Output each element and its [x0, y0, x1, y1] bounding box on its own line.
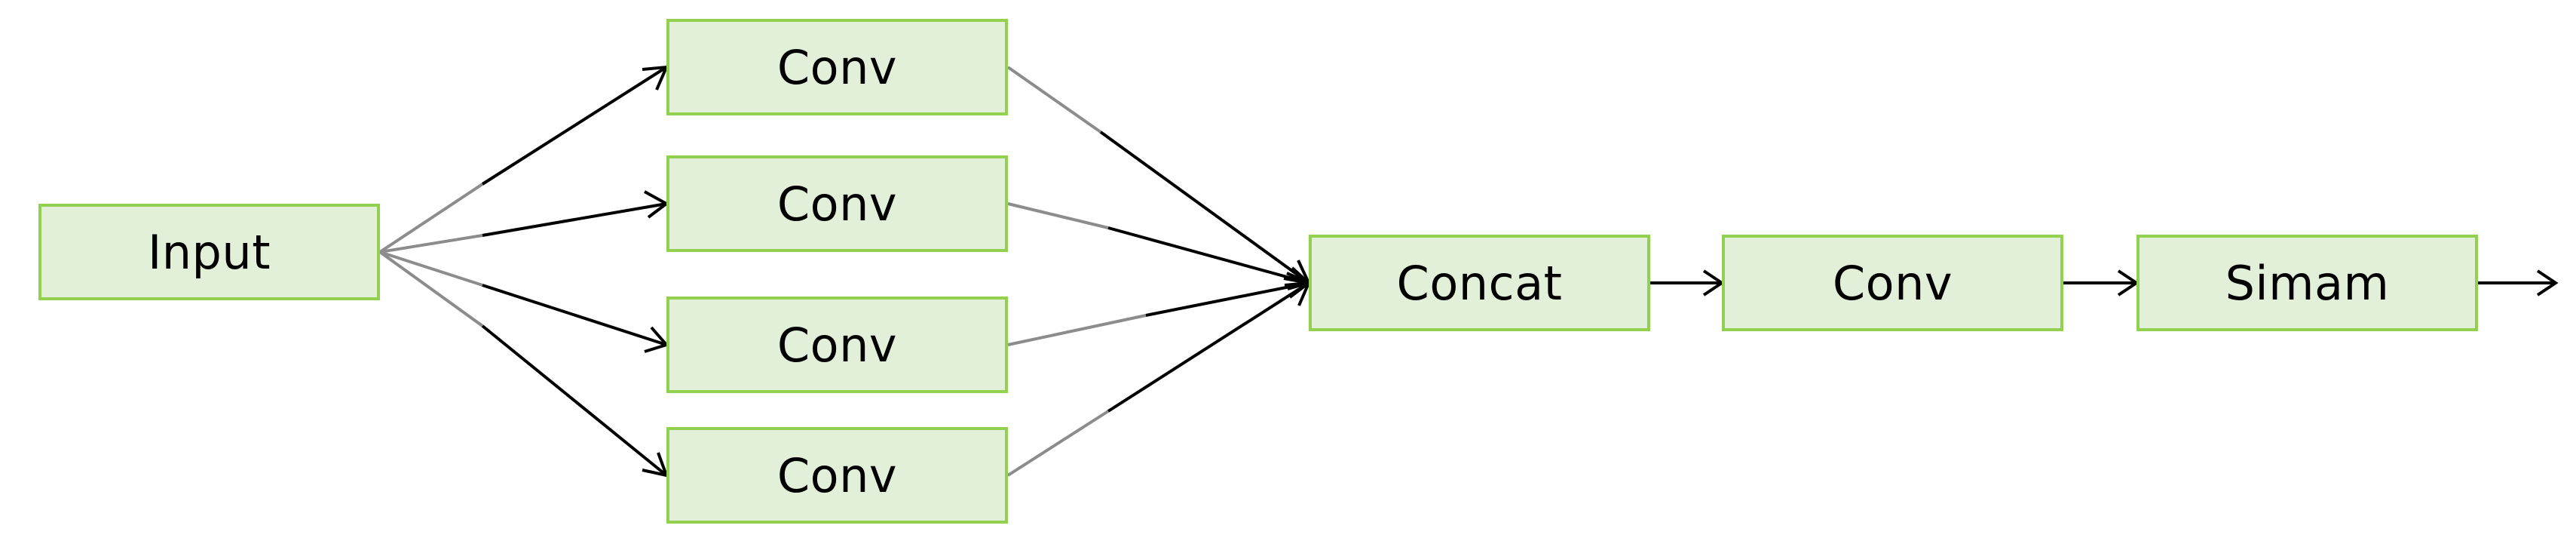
conv-node-4: Conv: [666, 427, 1008, 524]
edge-conv3-concat: [1007, 272, 1312, 346]
edge-input-conv1: [378, 65, 669, 254]
edge-input-conv4: [378, 250, 669, 478]
conv-node-1: Conv: [666, 19, 1008, 115]
edge-input-conv3: [379, 250, 669, 353]
simam-node: Simam: [2136, 235, 2478, 331]
edge-conv1-concat: [1006, 66, 1312, 285]
edge-conv2-concat: [1007, 202, 1313, 290]
edge-simam-output: [2478, 269, 2559, 297]
conv-node-5: Conv: [1722, 235, 2063, 331]
conv-node-2: Conv: [666, 155, 1008, 252]
input-node: Input: [38, 204, 380, 300]
edge-concat-conv5: [1650, 269, 1725, 297]
conv-node-3: Conv: [666, 297, 1008, 393]
edge-conv5-simam: [2063, 269, 2140, 297]
concat-node: Concat: [1309, 235, 1650, 331]
